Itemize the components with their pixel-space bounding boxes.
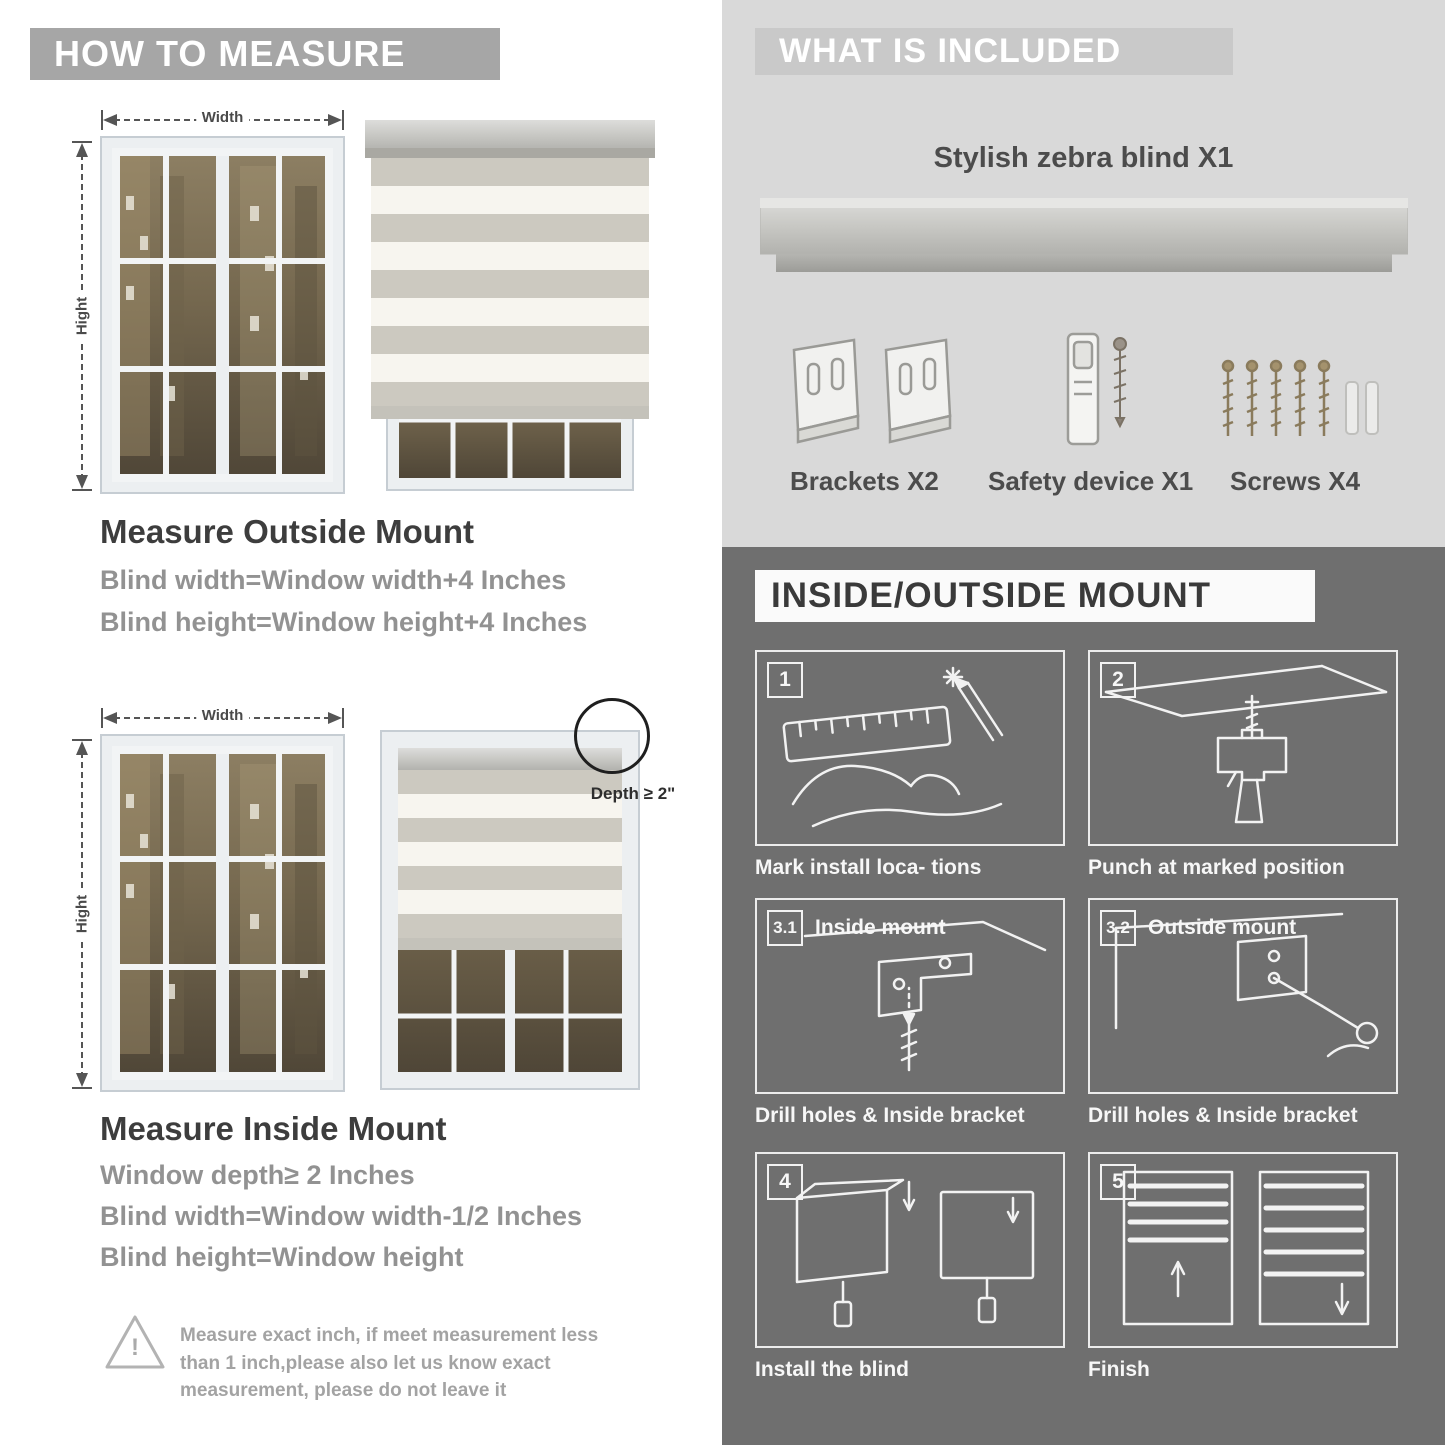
height-arrow-icon: Hight	[70, 140, 94, 492]
product-label: Stylish zebra blind X1	[933, 142, 1234, 174]
depth-zoom-circle-icon	[574, 698, 650, 774]
item-label-safety-device: Safety device X1	[988, 466, 1194, 496]
mount-guide-title: INSIDE/OUTSIDE MOUNT	[771, 576, 1212, 615]
outside-mount-line-2: Blind height=Window height+4 Inches	[100, 607, 588, 637]
step-number-badge: 3.2	[1100, 910, 1136, 946]
step-number-badge: 5	[1100, 1164, 1136, 1200]
step-panel-2: 2	[1088, 650, 1398, 846]
step-caption-2: Punch at marked position	[1088, 856, 1345, 879]
zebra-blind-inside-illustration	[380, 730, 640, 1090]
step-number-badge: 4	[767, 1164, 803, 1200]
screws-icon	[1221, 359, 1379, 436]
step-caption-3-2: Drill holes & Inside bracket	[1088, 1104, 1358, 1127]
inside-mount-line-2: Blind width=Window width-1/2 Inches	[100, 1201, 583, 1231]
outside-mount-line-1: Blind width=Window width+4 Inches	[100, 565, 567, 595]
width-label: Width	[195, 109, 250, 126]
inside-mount-title: Measure Inside Mount	[100, 1110, 447, 1147]
height-label: Hight	[73, 290, 91, 342]
item-label-brackets: Brackets X2	[790, 466, 939, 496]
height-arrow-icon: Hight	[70, 738, 94, 1090]
brackets-icon	[792, 338, 952, 444]
height-label: Hight	[73, 888, 91, 940]
warning-text: Measure exact inch, if meet measurement …	[180, 1325, 599, 1402]
step-number-badge: 1	[767, 662, 803, 698]
warning-exclamation: !	[131, 1334, 139, 1361]
warning-icon: !	[103, 1312, 167, 1372]
what-is-included-header: WHAT IS INCLUDED	[755, 28, 1233, 75]
width-arrow-icon: Width	[100, 108, 345, 132]
window-illustration	[100, 734, 345, 1092]
drill-illustration	[1104, 664, 1388, 824]
step-caption-4: Install the blind	[755, 1358, 910, 1381]
step-panel-title: Inside mount	[815, 916, 946, 939]
how-to-measure-header: HOW TO MEASURE	[30, 28, 500, 80]
mount-guide-header: INSIDE/OUTSIDE MOUNT	[755, 570, 1315, 622]
step-panel-3-2: 3.2 Outside mount	[1088, 898, 1398, 1094]
step-number-badge: 2	[1100, 662, 1136, 698]
what-is-included-title: WHAT IS INCLUDED	[779, 32, 1122, 70]
safety-device-icon	[1066, 332, 1127, 446]
step-panel-4: 4	[755, 1152, 1065, 1348]
how-to-measure-title: HOW TO MEASURE	[54, 33, 406, 74]
headrail-illustration	[760, 198, 1408, 272]
install-blind-illustration	[795, 1178, 1035, 1328]
step-number-badge: 3.1	[767, 910, 803, 946]
what-is-included-section: WHAT IS INCLUDED Stylish zebra blind X1	[722, 0, 1445, 547]
outside-mount-figure: Width Hight	[60, 100, 690, 500]
finish-illustration	[1122, 1170, 1370, 1326]
zebra-blind-outside-illustration	[365, 120, 655, 491]
step-caption-1: Mark install loca- tions	[755, 856, 982, 879]
step-panel-title: Outside mount	[1148, 916, 1297, 939]
inside-mount-figure: Width Hight	[60, 698, 700, 1108]
depth-label: Depth ≥ 2"	[590, 784, 676, 803]
item-label-screws: Screws X4	[1230, 466, 1361, 496]
width-label: Width	[195, 707, 250, 724]
window-illustration	[100, 136, 345, 494]
step-panel-3-1: 3.1 Inside mount	[755, 898, 1065, 1094]
width-arrow-icon: Width	[100, 706, 345, 730]
step-panel-5: 5	[1088, 1152, 1398, 1348]
inside-bracket-illustration	[803, 920, 1047, 1072]
mount-guide-section: INSIDE/OUTSIDE MOUNT 1	[722, 547, 1445, 1445]
step-caption-5: Finish	[1088, 1358, 1150, 1381]
outside-mount-title: Measure Outside Mount	[100, 513, 475, 550]
mark-locations-illustration	[782, 666, 1004, 828]
inside-mount-line-3: Blind height=Window height	[100, 1242, 464, 1272]
step-caption-3-1: Drill holes & Inside bracket	[755, 1104, 1025, 1127]
step-panel-1: 1	[755, 650, 1065, 846]
inside-mount-line-1: Window depth≥ 2 Inches	[100, 1160, 415, 1190]
